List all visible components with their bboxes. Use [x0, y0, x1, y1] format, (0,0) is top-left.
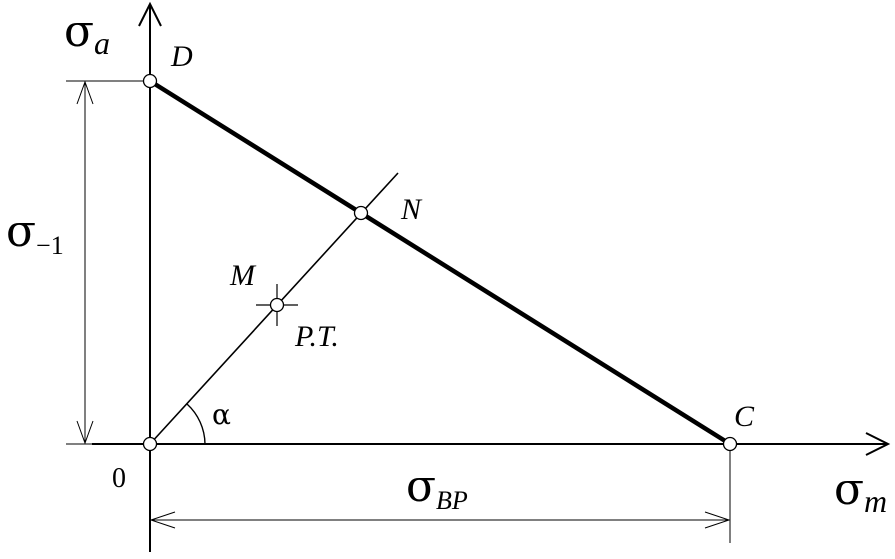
dim-horizontal-label: σBP: [406, 461, 468, 515]
label-C: C: [734, 400, 755, 433]
point-D-marker: [142, 73, 158, 89]
label-N: N: [400, 193, 423, 226]
origin-marker: [142, 436, 158, 452]
point-M-crosshair: [256, 284, 298, 326]
origin-label: 0: [112, 463, 126, 494]
label-M: M: [229, 259, 257, 292]
point-N-marker: [353, 205, 369, 221]
label-D: D: [170, 40, 193, 73]
point-C-marker: [722, 436, 738, 452]
dim-arrow-down: [76, 420, 94, 445]
dim-vertical-label: σ−1: [6, 206, 64, 260]
y-axis-arrowhead: [138, 1, 162, 27]
dim-arrow-left: [149, 511, 176, 529]
x-axis-arrowhead: [865, 432, 891, 456]
x-axis-label: σm: [834, 464, 887, 519]
angle-label: α: [212, 398, 231, 431]
dim-arrow-right: [704, 511, 731, 529]
y-axis-label: σa: [64, 6, 110, 61]
dim-arrow-up: [76, 80, 94, 105]
label-PT: P.T.: [294, 320, 339, 353]
limit-line-DC: [148, 79, 732, 446]
angle-arc: [186, 403, 206, 445]
